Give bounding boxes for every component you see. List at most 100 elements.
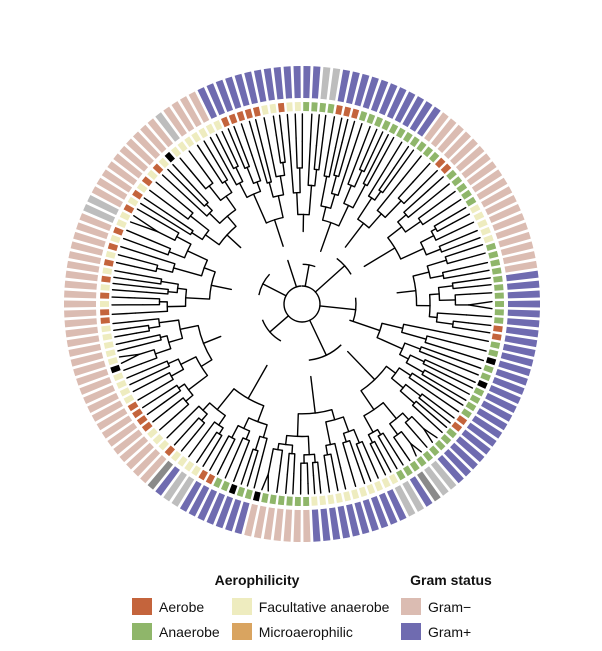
tree-branch bbox=[318, 481, 322, 494]
gram-ring-segment bbox=[68, 251, 102, 265]
tree-branch bbox=[347, 350, 376, 381]
aerophilicity-ring-segment bbox=[461, 408, 472, 419]
gram-ring-segment bbox=[253, 69, 267, 103]
tree-branch bbox=[454, 293, 471, 296]
aerophilicity-ring-segment bbox=[228, 113, 238, 125]
tree-branch bbox=[146, 246, 169, 256]
tree-branch bbox=[343, 184, 353, 205]
anaerobe-swatch bbox=[132, 623, 152, 640]
tree-branch bbox=[172, 163, 193, 186]
gram-ring-segment bbox=[263, 507, 275, 540]
gram-ring-segment bbox=[163, 106, 187, 137]
tree-branch bbox=[123, 363, 143, 371]
tree-branch bbox=[216, 461, 225, 475]
tree-branch bbox=[385, 365, 397, 374]
tree-branch bbox=[279, 449, 284, 467]
tree-branch bbox=[452, 285, 479, 290]
gram-ring-segment bbox=[409, 101, 433, 132]
tree-branch bbox=[319, 221, 332, 253]
tree-branch bbox=[154, 347, 172, 355]
tree-branch bbox=[174, 197, 194, 214]
tree-branch bbox=[117, 254, 133, 259]
aerophilicity-legend: Aerophilicity Aerobe Facultative anaerob… bbox=[132, 572, 389, 640]
tree-branch bbox=[142, 365, 171, 380]
tree-branch bbox=[176, 235, 192, 245]
tree-branch bbox=[224, 458, 235, 479]
aerophilicity-ring-segment bbox=[451, 176, 463, 187]
aerophilicity-ring-segment bbox=[119, 211, 131, 221]
tree-branch bbox=[158, 319, 180, 324]
tree-branch bbox=[402, 155, 422, 180]
tree-branch bbox=[233, 437, 244, 460]
tree-branch bbox=[382, 175, 396, 194]
aerophilicity-ring-segment bbox=[480, 372, 491, 382]
gram-ring-segment bbox=[394, 485, 416, 517]
tree-branch bbox=[402, 323, 441, 333]
tree-branch bbox=[137, 388, 157, 401]
gram-ring-segment bbox=[107, 161, 138, 186]
aerophilicity-ring-segment bbox=[113, 226, 124, 236]
aerophilicity-ring-segment bbox=[101, 275, 111, 283]
aerophilicity-ring-segment bbox=[147, 169, 158, 181]
aerophilicity-ring-segment bbox=[119, 387, 131, 397]
legend-item-anaerobe: Anaerobe bbox=[132, 623, 220, 640]
tree-branch bbox=[373, 440, 386, 461]
tree-branch bbox=[411, 415, 425, 430]
gram-ring-segment bbox=[346, 503, 360, 537]
tree-branch bbox=[271, 155, 277, 178]
aerophilicity-ring-segment bbox=[446, 169, 457, 181]
tree-branch bbox=[393, 145, 410, 169]
tree-branch bbox=[172, 207, 189, 220]
tree-branch bbox=[238, 182, 248, 199]
tree-branch bbox=[451, 221, 475, 234]
tree-branch bbox=[443, 272, 473, 280]
aerophilicity-ring-segment bbox=[491, 267, 502, 275]
tree-branch bbox=[127, 278, 162, 285]
tree-branch bbox=[457, 236, 481, 247]
gram-negative-swatch bbox=[401, 598, 421, 615]
tree-branch bbox=[361, 440, 370, 458]
gram-ring-segment bbox=[430, 118, 457, 148]
tree-branch bbox=[245, 430, 251, 441]
tree-branch bbox=[269, 315, 290, 333]
tree-branch bbox=[341, 118, 349, 144]
aerophilicity-ring-segment bbox=[286, 496, 293, 506]
aerophilicity-ring-segment bbox=[494, 309, 504, 316]
gram-ring-segment bbox=[461, 153, 491, 179]
tree-branch bbox=[153, 218, 180, 234]
tree-branch bbox=[139, 339, 162, 346]
tree-branch bbox=[403, 189, 429, 213]
aerophilicity-ring-segment bbox=[358, 110, 368, 122]
tree-branch bbox=[285, 473, 289, 495]
gram-ring-segment bbox=[507, 309, 540, 318]
aerophilicity-ring-segment bbox=[107, 357, 119, 366]
tree-branch bbox=[133, 215, 159, 233]
tree-branch bbox=[243, 417, 250, 430]
tree-branch bbox=[165, 397, 184, 412]
tree-branch bbox=[448, 206, 467, 219]
tree-branch bbox=[146, 291, 169, 295]
gram-ring-segment bbox=[63, 300, 97, 308]
gram-ring-segment bbox=[225, 76, 242, 110]
gram-ring-segment bbox=[409, 476, 433, 507]
gram-ring-segment bbox=[215, 495, 234, 529]
tree-branch bbox=[451, 213, 471, 224]
tree-branch bbox=[465, 314, 493, 318]
tree-branch bbox=[200, 359, 213, 368]
gram-ring-segment bbox=[87, 392, 119, 413]
aerophilicity-ring-segment bbox=[158, 439, 170, 451]
tree-branch bbox=[208, 212, 221, 224]
gram-ring-segment bbox=[417, 106, 441, 137]
aerophilicity-ring-segment bbox=[388, 473, 399, 485]
tree-branch bbox=[134, 297, 161, 300]
aerophilicity-ring-segment bbox=[184, 136, 195, 148]
gram-ring-segment bbox=[466, 422, 497, 447]
aerophilicity-ring-segment bbox=[461, 189, 472, 200]
gram-ring-segment bbox=[113, 429, 143, 455]
gram-ring-segment bbox=[346, 71, 360, 105]
tree-branch bbox=[342, 442, 350, 464]
tree-branch bbox=[421, 373, 443, 387]
tree-branch bbox=[208, 185, 222, 202]
tree-branch bbox=[209, 458, 217, 471]
tree-branch bbox=[473, 277, 491, 281]
